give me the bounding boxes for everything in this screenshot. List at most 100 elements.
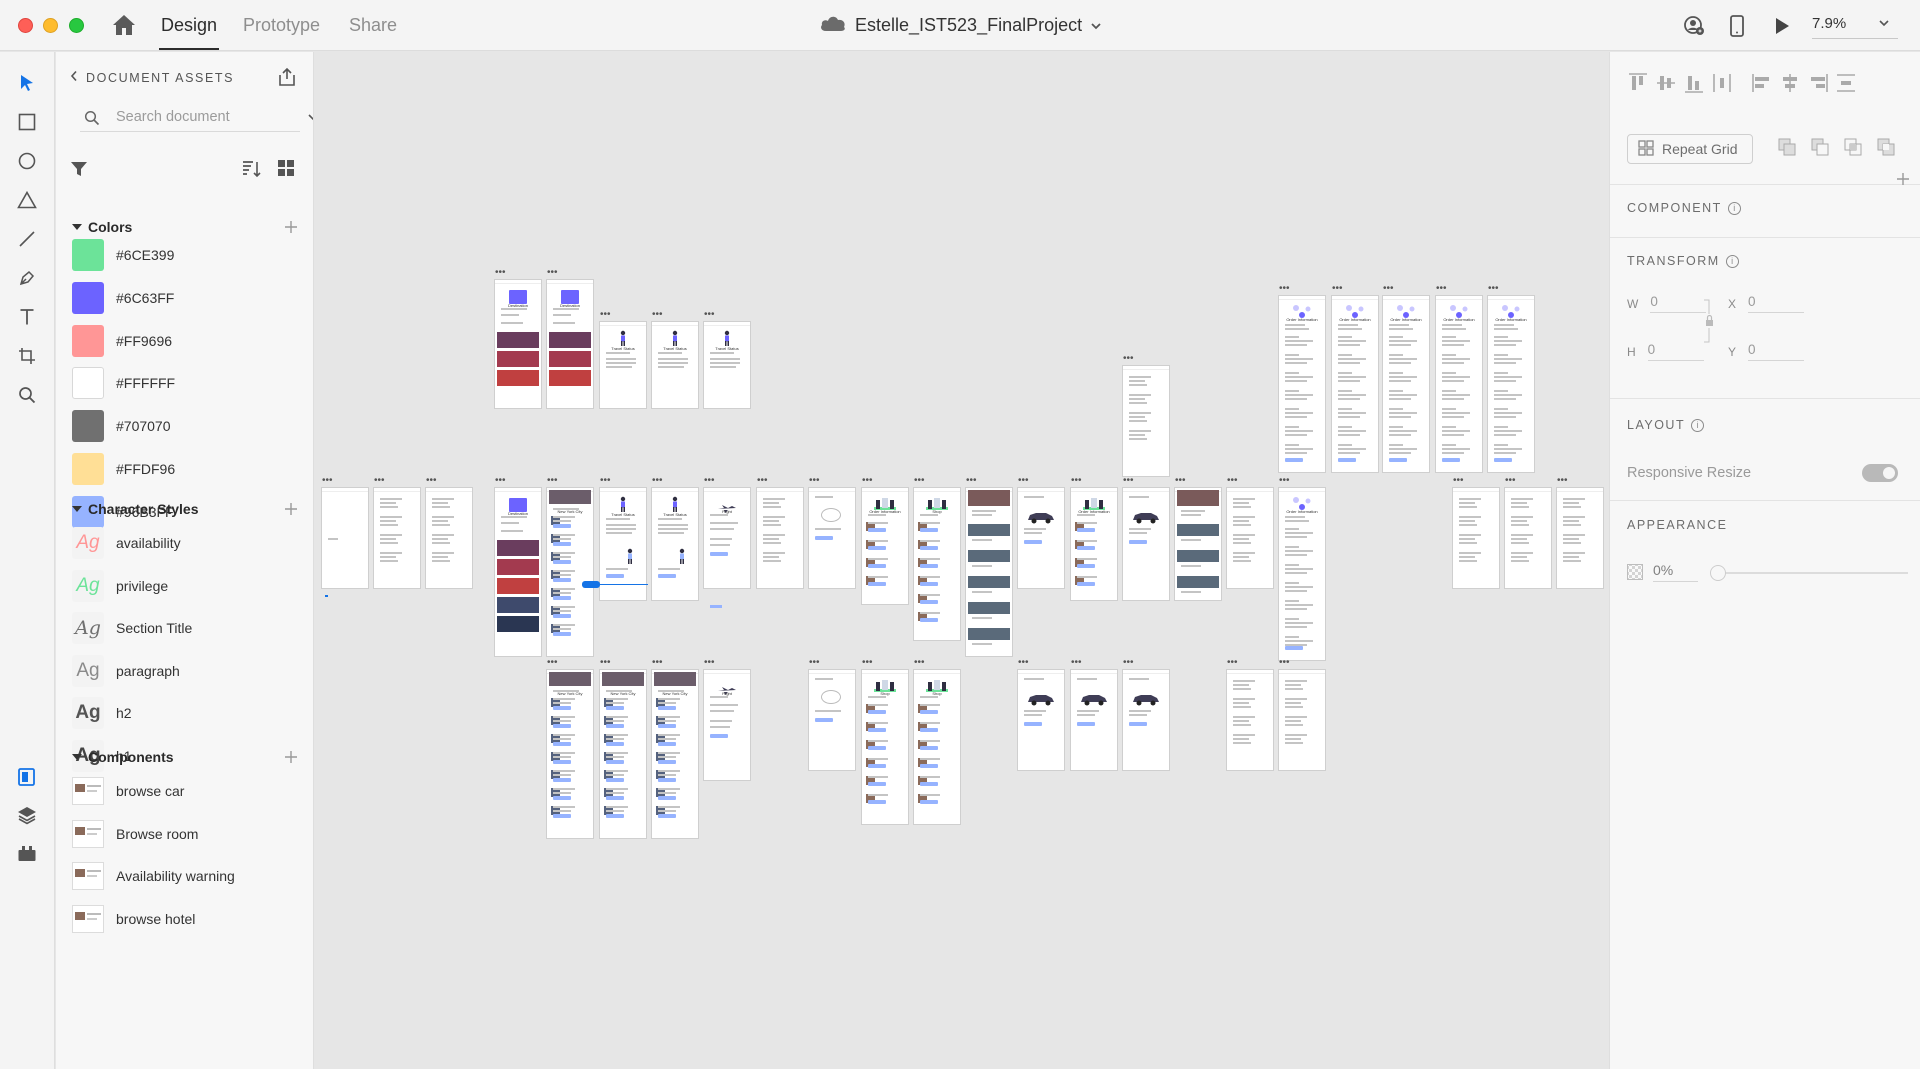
window-minimize-button[interactable] [43, 18, 58, 33]
artboard-menu-icon[interactable]: ••• [495, 475, 506, 486]
ellipse-tool-icon[interactable] [14, 148, 40, 174]
chevron-down-icon[interactable] [306, 110, 313, 124]
artboard[interactable]: Destination [547, 280, 593, 408]
search-input[interactable] [116, 105, 266, 129]
artboard[interactable]: Travel Status [652, 322, 698, 408]
artboard-menu-icon[interactable]: ••• [547, 657, 558, 668]
component-item[interactable]: browse car [72, 774, 302, 808]
artboard[interactable]: Shop [914, 488, 960, 640]
artboard-menu-icon[interactable]: ••• [862, 657, 873, 668]
artboard-menu-icon[interactable]: ••• [1175, 475, 1186, 486]
artboard[interactable]: Destination [495, 488, 541, 656]
artboard[interactable]: Flight [704, 488, 750, 588]
align-top-icon[interactable] [1627, 72, 1649, 94]
info-icon[interactable]: i [1727, 201, 1741, 215]
design-canvas[interactable]: ••• Destination ••• Destination ••• Travel St… [315, 52, 1608, 1069]
artboard-menu-icon[interactable]: ••• [322, 475, 333, 486]
artboard-menu-icon[interactable]: ••• [1332, 283, 1343, 294]
sort-icon[interactable] [242, 160, 262, 183]
zoom-control[interactable]: 7.9% [1812, 15, 1890, 32]
artboard-menu-icon[interactable]: ••• [914, 657, 925, 668]
color-swatch[interactable] [72, 324, 104, 357]
info-icon[interactable]: i [1691, 418, 1705, 432]
artboard-menu-icon[interactable]: ••• [652, 657, 663, 668]
artboard-menu-icon[interactable]: ••• [1227, 475, 1238, 486]
artboard-menu-icon[interactable]: ••• [1505, 475, 1516, 486]
text-tool-icon[interactable] [14, 304, 40, 330]
chevron-left-icon[interactable] [70, 70, 78, 85]
component-item[interactable]: Availability warning [72, 859, 302, 893]
artboard[interactable]: Travel Status [704, 322, 750, 408]
artboard-menu-icon[interactable]: ••• [704, 657, 715, 668]
artboard[interactable] [1557, 488, 1603, 588]
opacity-value[interactable]: 0% [1653, 562, 1698, 582]
artboard-menu-icon[interactable]: ••• [1279, 475, 1290, 486]
home-icon[interactable] [112, 14, 136, 36]
color-swatch[interactable] [72, 239, 104, 271]
document-title[interactable]: Estelle_IST523_FinalProject [819, 13, 1102, 37]
artboard[interactable]: New York City [547, 670, 593, 838]
artboard[interactable] [966, 488, 1012, 656]
artboard[interactable]: Order Information [1071, 488, 1117, 600]
artboard-menu-icon[interactable]: ••• [1018, 475, 1029, 486]
artboard-tool-icon[interactable] [14, 343, 40, 369]
artboard-menu-icon[interactable]: ••• [1279, 283, 1290, 294]
artboard[interactable] [1123, 366, 1169, 476]
artboard[interactable] [1018, 488, 1064, 588]
artboard-menu-icon[interactable]: ••• [1123, 657, 1134, 668]
artboard[interactable]: Travel Status [600, 488, 646, 600]
color-swatch-item[interactable]: #FFDF96 [72, 452, 302, 486]
artboard[interactable]: Order Information [1436, 296, 1482, 472]
width-value[interactable]: 0 [1650, 294, 1707, 313]
artboard[interactable] [1018, 670, 1064, 770]
window-close-button[interactable] [18, 18, 33, 33]
boolean-add-icon[interactable] [1777, 137, 1799, 159]
artboard[interactable] [1123, 488, 1169, 600]
boolean-intersect-icon[interactable] [1843, 137, 1865, 159]
component-item[interactable]: Browse room [72, 817, 302, 851]
color-swatch-item[interactable]: #6C63FF [72, 281, 302, 315]
artboard-menu-icon[interactable]: ••• [600, 309, 611, 320]
artboard-menu-icon[interactable]: ••• [862, 475, 873, 486]
artboard[interactable]: Order Information [1279, 488, 1325, 660]
tab-prototype[interactable]: Prototype [243, 15, 321, 35]
x-value[interactable]: 0 [1748, 294, 1805, 313]
artboard[interactable]: New York City [547, 488, 593, 656]
grid-view-icon[interactable] [278, 160, 294, 181]
color-swatch[interactable] [72, 410, 104, 443]
x-field[interactable]: X 0 [1728, 294, 1805, 313]
artboard-menu-icon[interactable]: ••• [426, 475, 437, 486]
color-swatch[interactable] [72, 281, 104, 314]
pen-tool-icon[interactable] [14, 265, 40, 291]
artboard-menu-icon[interactable]: ••• [1488, 283, 1499, 294]
chevron-down-icon[interactable] [1878, 15, 1890, 32]
artboard[interactable] [1175, 488, 1221, 600]
polygon-tool-icon[interactable] [14, 187, 40, 213]
artboard-menu-icon[interactable]: ••• [757, 475, 768, 486]
lock-aspect-icon[interactable] [1703, 298, 1715, 349]
component-item[interactable]: browse hotel [72, 902, 302, 936]
artboard[interactable] [322, 488, 368, 588]
artboard-menu-icon[interactable]: ••• [495, 267, 506, 278]
share-export-icon[interactable] [276, 66, 298, 88]
info-icon[interactable]: i [1725, 254, 1739, 268]
color-swatch-item[interactable]: #96B3FF [72, 495, 302, 529]
select-tool-icon[interactable] [14, 70, 40, 96]
artboard-menu-icon[interactable]: ••• [1018, 657, 1029, 668]
invite-user-icon[interactable] [1682, 14, 1706, 38]
artboard-menu-icon[interactable]: ••• [1436, 283, 1447, 294]
artboard-menu-icon[interactable]: ••• [1383, 283, 1394, 294]
tab-share[interactable]: Share [349, 15, 398, 35]
artboard-menu-icon[interactable]: ••• [1071, 475, 1082, 486]
artboard-menu-icon[interactable]: ••• [547, 475, 558, 486]
artboard[interactable]: Destination [495, 280, 541, 408]
artboard[interactable]: Order Information [862, 488, 908, 604]
y-value[interactable]: 0 [1748, 342, 1805, 361]
color-swatch-item[interactable]: #FFFFFF [72, 366, 302, 400]
artboard-menu-icon[interactable]: ••• [600, 657, 611, 668]
artboard-menu-icon[interactable]: ••• [809, 475, 820, 486]
line-tool-icon[interactable] [14, 226, 40, 252]
artboard[interactable] [374, 488, 420, 588]
align-center-icon[interactable] [1779, 72, 1801, 94]
